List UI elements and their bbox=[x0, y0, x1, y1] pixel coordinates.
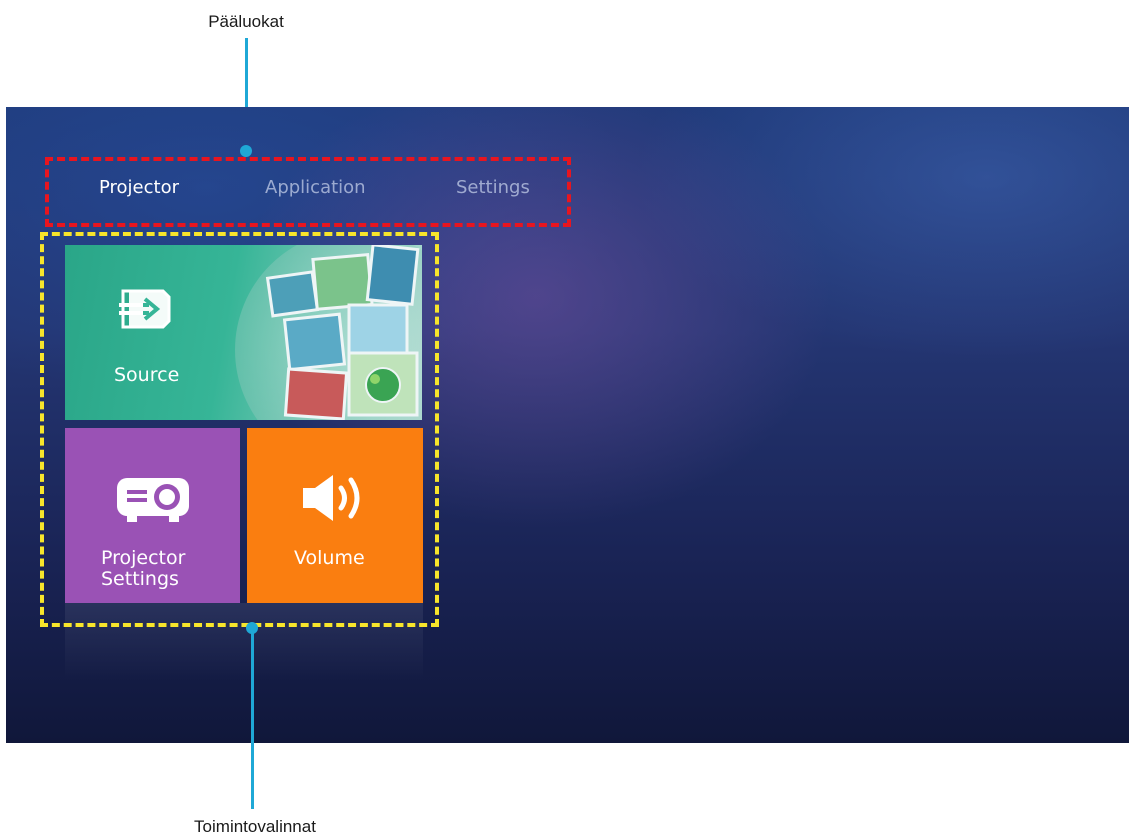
source-label: Source bbox=[114, 364, 180, 386]
speaker-volume-icon bbox=[303, 475, 360, 521]
projector-settings-tile[interactable]: Projector Settings bbox=[65, 428, 240, 603]
volume-tile[interactable]: Volume bbox=[247, 428, 423, 603]
tile-reflection bbox=[65, 603, 423, 681]
source-input-icon bbox=[119, 289, 171, 329]
callout-function-options: Toimintovalinnat bbox=[194, 817, 316, 836]
volume-label: Volume bbox=[294, 547, 365, 569]
tab-settings[interactable]: Settings bbox=[456, 177, 530, 198]
projector-settings-label-line2: Settings bbox=[101, 568, 179, 590]
projector-settings-label: Projector Settings bbox=[101, 548, 185, 590]
source-tile[interactable]: Source bbox=[65, 245, 422, 420]
callout-leader-top bbox=[245, 38, 248, 150]
tab-application[interactable]: Application bbox=[265, 177, 366, 198]
callout-leader-bottom bbox=[251, 631, 254, 809]
callout-main-categories: Pääluokat bbox=[208, 12, 284, 31]
callout-dot-bottom bbox=[246, 622, 258, 634]
projector-home-screen: Projector Application Settings bbox=[6, 107, 1129, 743]
main-categories-highlight bbox=[45, 157, 571, 227]
callout-dot-top bbox=[240, 145, 252, 157]
photo-collage-image bbox=[235, 245, 422, 420]
projector-icon bbox=[117, 478, 189, 522]
projector-settings-label-line1: Projector bbox=[101, 547, 186, 569]
function-options-highlight bbox=[40, 232, 439, 627]
